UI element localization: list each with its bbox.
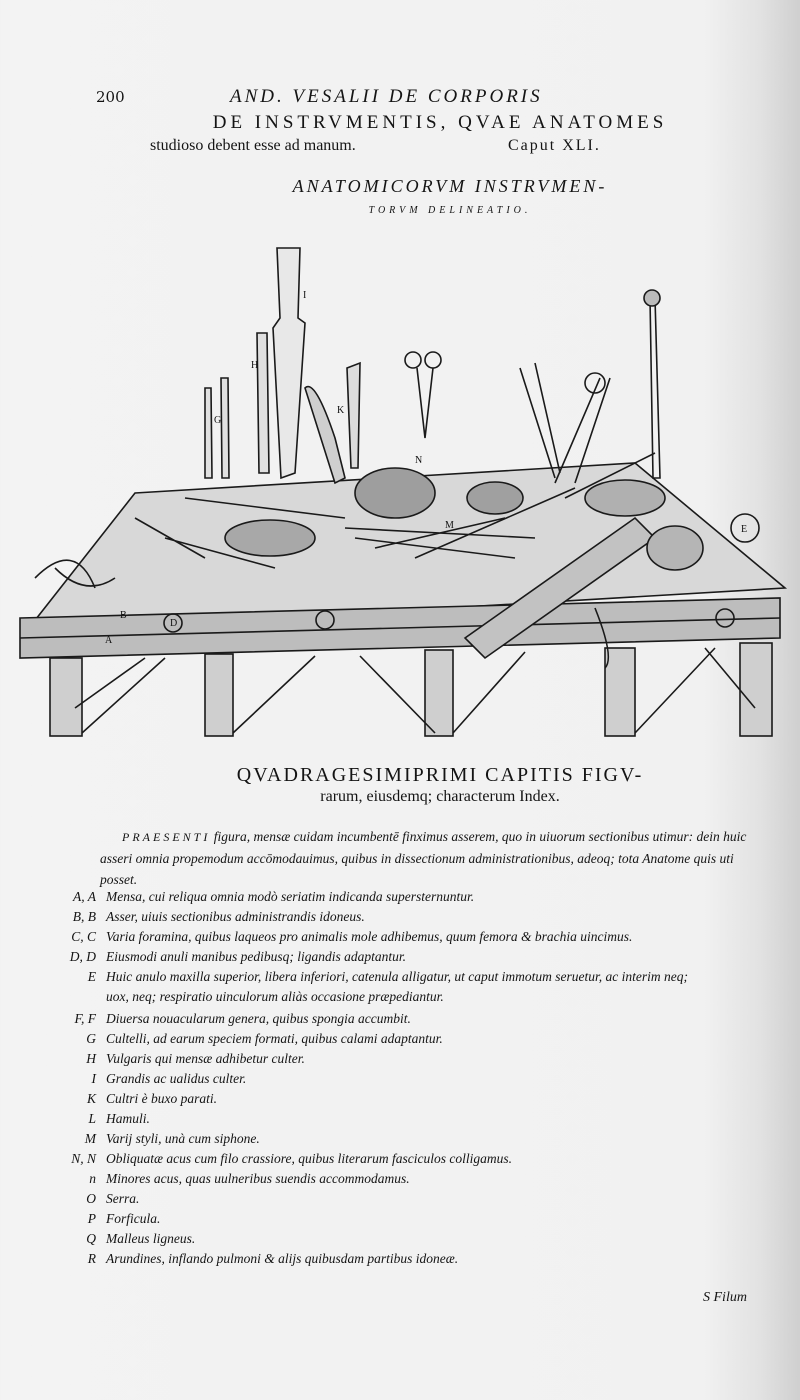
- figure-label: G: [214, 415, 221, 426]
- table-leg: [424, 649, 454, 737]
- chapter-subtitle: studioso debent esse ad manum.: [150, 137, 356, 154]
- anatomical-instruments-woodcut: I H G K M N E B A D: [19, 247, 788, 737]
- chapter-number: Caput XLI.: [508, 137, 601, 154]
- figure-title: ANATOMICORVM INSTRVMEN-: [292, 176, 608, 196]
- figure-label: D: [170, 618, 177, 629]
- figure-label: K: [337, 405, 345, 416]
- running-head: AND. VESALII DE CORPORIS: [230, 86, 543, 107]
- catchword: S Filum: [703, 1290, 747, 1305]
- table-leg: [204, 653, 234, 737]
- figure-label: M: [445, 520, 454, 531]
- figure-label: E: [741, 524, 747, 535]
- intro-text: figura, mensæ cuidam incumbentē finximus…: [100, 829, 747, 887]
- intro-paragraph: PRAESENTI figura, mensæ cuidam incumbent…: [100, 826, 765, 890]
- table-leg: [49, 657, 83, 737]
- figure-label: I: [303, 290, 306, 301]
- figure-label: H: [251, 360, 258, 371]
- figure-label: B: [120, 610, 127, 621]
- page-number: 200: [96, 88, 125, 106]
- index-heading: QVADRAGESIMIPRIMI CAPITIS FIGV-: [236, 764, 644, 786]
- index-subheading: rarum, eiusdemq; characterum Index.: [320, 788, 560, 805]
- table-leg: [604, 647, 636, 737]
- table-leg: [739, 642, 773, 737]
- intro-lead: PRAESENTI: [122, 830, 211, 844]
- figure-subtitle: TORVM DELINEATIO.: [368, 205, 532, 216]
- figure-label: A: [105, 635, 113, 646]
- index-entry: uox, neq; respiratio uinculorum aliàs oc…: [106, 989, 444, 1004]
- figure-label: N: [415, 455, 422, 466]
- chapter-title: DE INSTRVMENTIS, QVAE ANATOMES: [212, 112, 668, 133]
- knife-I: [272, 247, 306, 480]
